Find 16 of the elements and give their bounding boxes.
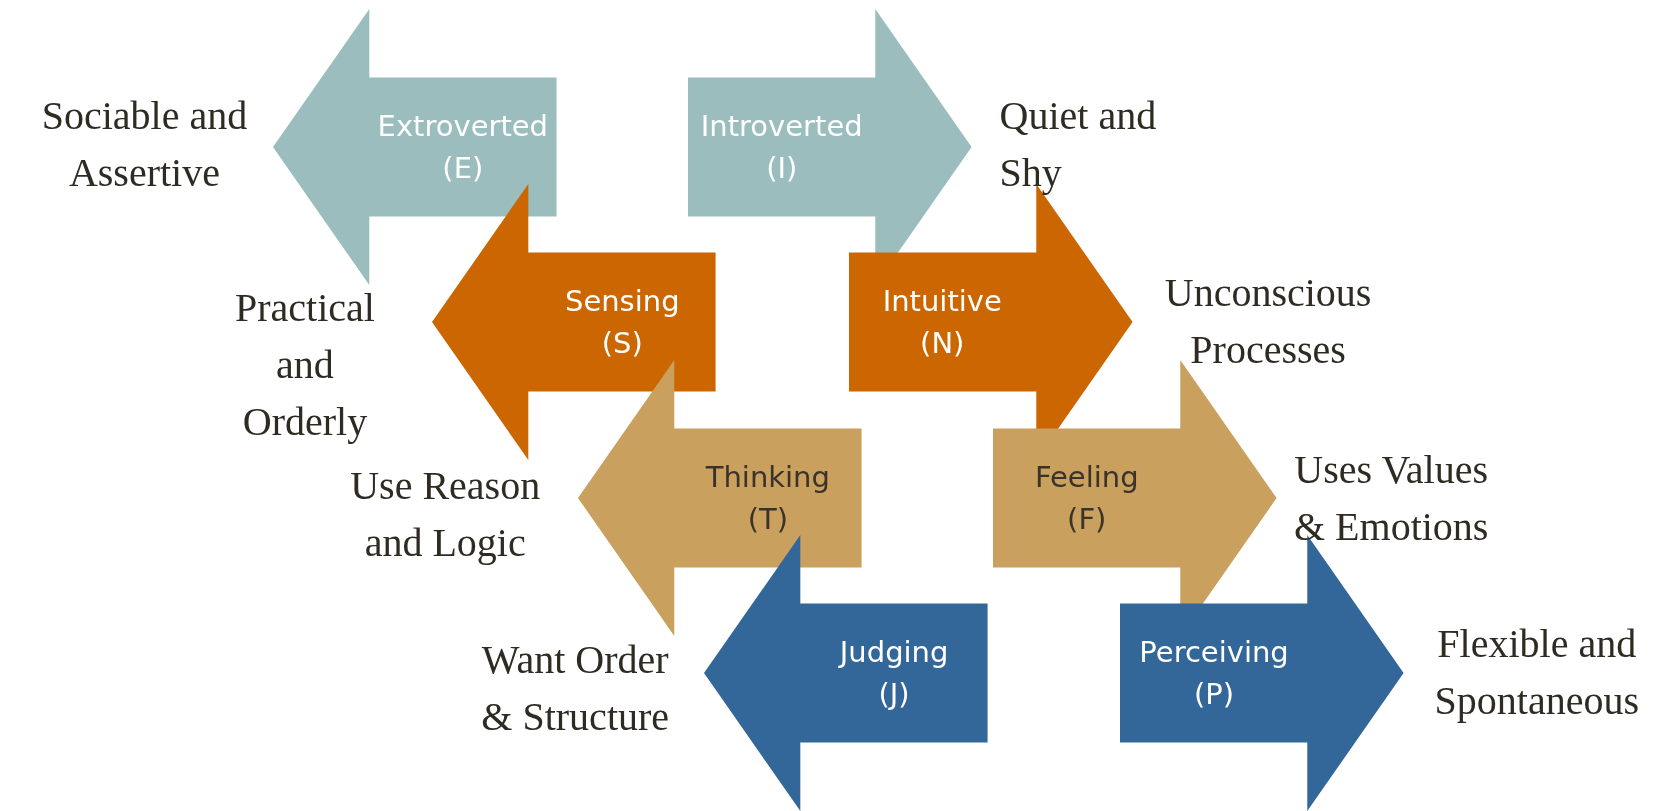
trait-description: Want Order & Structure: [480, 636, 671, 742]
arrow-label: Thinking (T): [705, 458, 830, 538]
trait-description: Use Reason and Logic: [349, 462, 542, 567]
arrow-label: Perceiving (P): [1139, 634, 1289, 714]
arrow-label: Judging (J): [839, 634, 949, 714]
trait-description: Uses Values & Emotions: [1292, 445, 1490, 551]
trait-description: Flexible and Spontaneous: [1433, 620, 1640, 726]
arrow-label: Sensing (S): [564, 283, 680, 363]
arrow-label: Extroverted (E): [377, 107, 549, 187]
arrow-label: Intuitive (N): [882, 283, 1002, 363]
trait-description: Sociable and Assertive: [40, 91, 249, 197]
arrow-label: Introverted (I): [700, 107, 863, 187]
trait-description: Unconscious Processes: [1163, 269, 1373, 375]
trait-description: Practical and Orderly: [234, 284, 376, 446]
trait-description: Quiet and Shy: [999, 91, 1158, 197]
arrow-label: Feeling (F): [1034, 458, 1139, 538]
